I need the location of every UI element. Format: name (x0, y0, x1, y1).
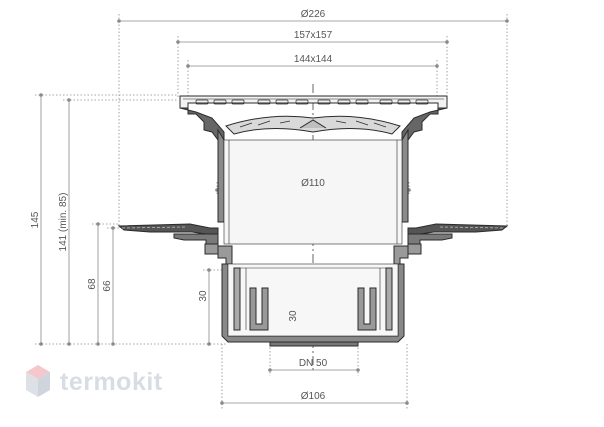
logo-cube-icon (26, 365, 50, 397)
drain-body (117, 95, 509, 347)
housing-left-wall (217, 128, 225, 223)
seal-right (407, 233, 453, 247)
outlet-step-right (393, 245, 409, 265)
seal-left (173, 233, 219, 247)
trap-left-outer (233, 267, 241, 331)
dim-66-label: 66 (102, 280, 113, 292)
dim-68-label: 68 (87, 278, 98, 290)
housing-right-wall (401, 128, 409, 223)
dim-141-label: 141 (min. 85) (58, 193, 69, 252)
grate-plate (179, 95, 448, 109)
dim-106-label: Ø106 (301, 391, 326, 402)
dim-110-label: Ø110 (301, 178, 325, 189)
dim-dn50-label: DN 50 (299, 358, 328, 369)
dim-30-inner-label: 30 (288, 310, 299, 322)
dim-226-label: Ø226 (301, 9, 326, 20)
flange-left (117, 223, 219, 235)
flange-right (407, 223, 509, 235)
frame-left (179, 107, 225, 141)
outlet-step-left (217, 245, 233, 265)
trap-right-outer (385, 267, 393, 331)
dimension-labels: Ø226 157x157 144x144 Ø110 145 141 (min. … (30, 9, 333, 402)
trap-left-cup (249, 287, 269, 331)
dim-30-left-label: 30 (198, 290, 209, 302)
dim-144-label: 144x144 (294, 54, 333, 65)
trap-right-cup (357, 287, 377, 331)
dim-145-label: 145 (30, 211, 41, 228)
housing-inner (223, 139, 403, 245)
outlet-pipe (269, 341, 359, 347)
brand-name: termokit (60, 367, 163, 396)
grate-slots (195, 99, 429, 105)
brand-logo: termokit (24, 360, 163, 404)
dim-157-label: 157x157 (294, 30, 333, 41)
frame-right (401, 107, 448, 141)
